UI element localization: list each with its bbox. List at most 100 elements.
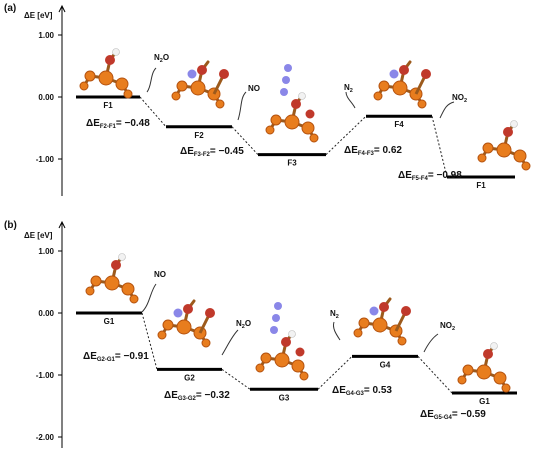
fe-atom (260, 352, 272, 364)
oxygen-atom (379, 302, 389, 312)
fe-atom (417, 99, 427, 109)
fe-atom (378, 80, 390, 92)
molecule-label: N2 (344, 83, 353, 94)
nitrogen-atom (369, 306, 379, 316)
fe-atom (457, 375, 467, 385)
hydrogen-atom (510, 120, 518, 128)
fe-atom (521, 161, 531, 171)
axis-label: ΔE [eV] (24, 11, 53, 20)
y-tick-label: 1.00 (38, 247, 54, 256)
state-label: G1 (104, 317, 115, 326)
fe-atom (501, 383, 511, 393)
nitrogen-atom (284, 64, 292, 72)
fe-atom (190, 80, 206, 96)
nitrogen-atom (173, 308, 183, 318)
state-label: G2 (184, 373, 195, 382)
y-tick-label: 0.00 (38, 93, 54, 102)
hydrogen-atom (298, 92, 306, 100)
step-energy-label: ΔEG3-G2= −0.32 (164, 390, 230, 402)
state-label: F2 (194, 131, 204, 140)
molecule-arrow (439, 101, 455, 119)
hydrogen-atom (490, 342, 498, 350)
molecule-arrow (237, 91, 247, 121)
state-label: G1 (479, 397, 490, 406)
axis-label: ΔE [eV] (24, 231, 53, 240)
molecule-label: NO2 (440, 321, 455, 332)
state-label: F1 (476, 181, 486, 190)
oxygen-atom (281, 337, 291, 347)
y-tick-label: 1.00 (38, 31, 54, 40)
fe-atom (372, 317, 388, 333)
step-energy-label: ΔEG4-G3= 0.53 (332, 385, 392, 397)
level-connector (325, 115, 367, 156)
fe-atom (90, 275, 102, 287)
oxygen-atom (503, 127, 513, 137)
molecule-label: NO2 (452, 93, 467, 104)
fe-atom (513, 149, 527, 163)
molecule-label: N2O (236, 319, 251, 330)
oxygen-atom (105, 55, 115, 65)
step-energy-label: ΔEF5-F4= −0.98 (398, 170, 462, 182)
step-energy-label: ΔEF2-F1= −0.48 (86, 118, 150, 130)
state-label: F3 (287, 159, 297, 168)
molecule-arrow (345, 91, 356, 109)
axis-arrow-icon (58, 4, 66, 13)
fe-atom (123, 89, 133, 99)
oxygen-atom (305, 109, 315, 119)
nitrogen-atom (274, 302, 282, 310)
fe-atom (270, 114, 282, 126)
molecule-label: N2O (154, 53, 169, 64)
fe-atom (301, 121, 315, 135)
hydrogen-atom (112, 48, 120, 56)
fe-atom (392, 80, 408, 96)
y-tick-label: 0.00 (38, 309, 54, 318)
fe-atom (98, 70, 114, 86)
fe-atom (171, 91, 181, 101)
panel-label: (a) (4, 3, 16, 14)
oxygen-atom (219, 69, 229, 79)
hydrogen-atom (288, 330, 296, 338)
oxygen-atom (111, 260, 121, 270)
fe-atom (358, 317, 370, 329)
fe-atom (477, 153, 487, 163)
hydrogen-atom (118, 253, 126, 261)
fe-atom (265, 125, 275, 135)
molecule-label: N2 (330, 309, 339, 320)
fe-atom (309, 133, 319, 143)
fe-atom (291, 359, 305, 373)
oxygen-atom (399, 65, 409, 75)
y-tick-label: -1.00 (36, 155, 55, 164)
panel-label: (b) (4, 220, 17, 231)
oxygen-atom (401, 306, 411, 316)
nitrogen-atom (187, 69, 197, 79)
fe-atom (353, 328, 363, 338)
fe-atom (299, 371, 309, 381)
fe-atom (115, 77, 129, 91)
nitrogen-atom (282, 76, 290, 84)
fe-atom (373, 91, 383, 101)
fe-atom (162, 319, 174, 331)
panel-b: (b)ΔE [eV]1.000.00-1.00-2.00G1G2G3G4G1ΔE… (4, 220, 517, 448)
fe-atom (85, 286, 95, 296)
fe-atom (274, 352, 290, 368)
fe-atom (493, 371, 507, 385)
fe-atom (84, 70, 96, 82)
fe-atom (482, 142, 494, 154)
fe-atom (129, 294, 139, 304)
step-energy-label: ΔEF3-F2= −0.45 (180, 146, 244, 158)
fe-atom (476, 364, 492, 380)
fe-atom (157, 330, 167, 340)
fe-atom (397, 336, 407, 346)
nitrogen-atom (272, 314, 280, 322)
axis-arrow-icon (58, 220, 66, 229)
oxygen-atom (295, 347, 305, 357)
molecule-arrow (423, 333, 439, 353)
molecule-arrow (333, 321, 341, 341)
level-connector (431, 116, 448, 178)
step-energy-label: ΔEF4-F3= 0.62 (344, 145, 402, 157)
oxygen-atom (183, 304, 193, 314)
fe-atom (176, 319, 192, 335)
step-energy-label: ΔEG5-G4= −0.59 (420, 409, 486, 421)
state-label: G4 (380, 360, 391, 369)
